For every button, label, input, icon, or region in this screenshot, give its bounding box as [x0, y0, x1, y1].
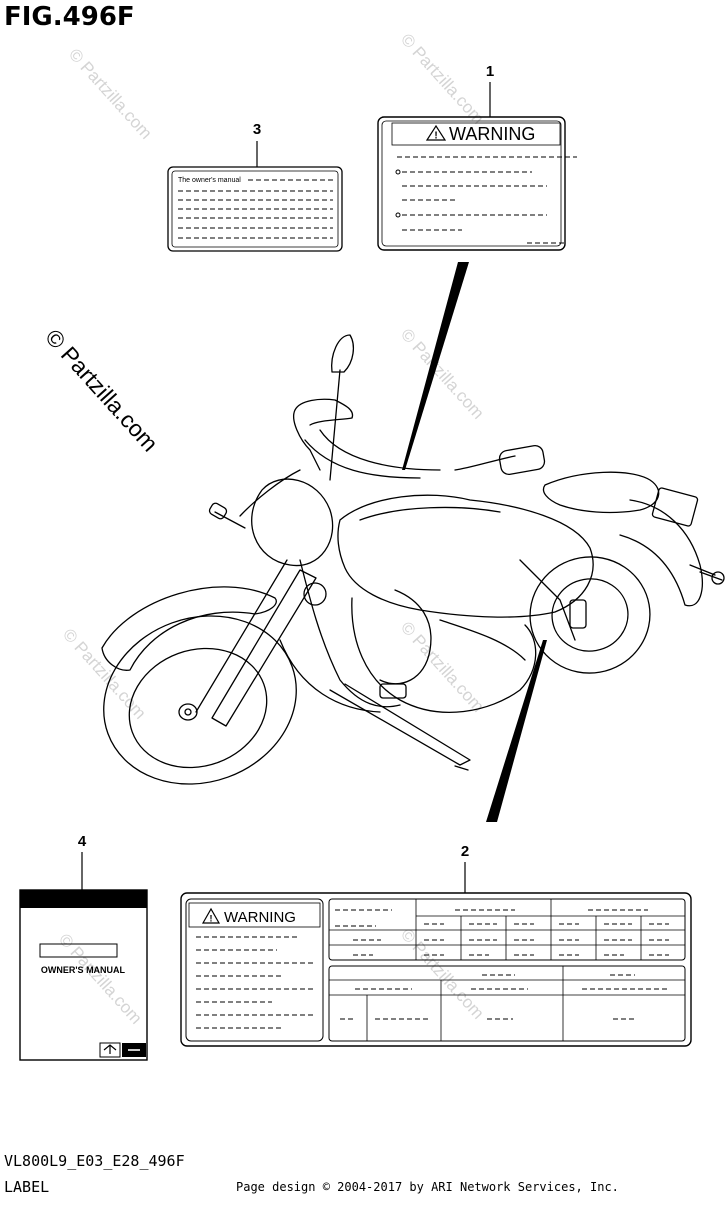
warning-heading: WARNING	[449, 124, 535, 144]
brand-logo-icon	[103, 1044, 117, 1054]
warning-triangle-icon	[425, 124, 447, 141]
callout-number: 4	[78, 833, 87, 850]
owners-manual-label-text: The owner's manual	[178, 177, 241, 184]
watermark: © Partzilla.com	[55, 930, 146, 1028]
figure-label: LABEL	[4, 1178, 50, 1196]
watermark: © Partzilla.com	[65, 45, 156, 143]
warning-heading: WARNING	[224, 909, 296, 926]
pointer-to-label-1	[402, 262, 469, 470]
warning-triangle-icon	[201, 907, 221, 924]
label-2-warning-table[interactable]: 2 ! WARNING	[180, 843, 692, 1047]
page-credit: Page design © 2004-2017 by ARI Network S…	[236, 1180, 619, 1194]
label-1-warning[interactable]: 1 ! WARNING	[377, 63, 577, 251]
figure-code: VL800L9_E03_E28_496F	[4, 1152, 185, 1170]
pointer-to-label-2	[486, 640, 547, 822]
watermark: © Partzilla.com	[59, 625, 150, 723]
figure-title: FIG.496F	[4, 2, 135, 32]
motorcycle-illustration	[101, 334, 725, 785]
callout-number: 2	[461, 843, 469, 860]
item-4-owners-manual-booklet[interactable]: 4 OWNER'S MANUAL	[19, 833, 148, 1061]
owners-manual-title: OWNER'S MANUAL	[41, 965, 126, 975]
warning-exclamation-icon: !	[434, 131, 437, 142]
watermark-prominent: © Partzilla.com	[40, 324, 163, 457]
warning-exclamation-icon: !	[210, 914, 213, 924]
callout-number: 3	[253, 121, 261, 138]
label-3-owners-manual[interactable]: 3 The owner's manual	[167, 121, 343, 252]
callout-number: 1	[486, 63, 494, 80]
watermark: © Partzilla.com	[397, 618, 488, 716]
watermark: © Partzilla.com	[397, 30, 488, 128]
